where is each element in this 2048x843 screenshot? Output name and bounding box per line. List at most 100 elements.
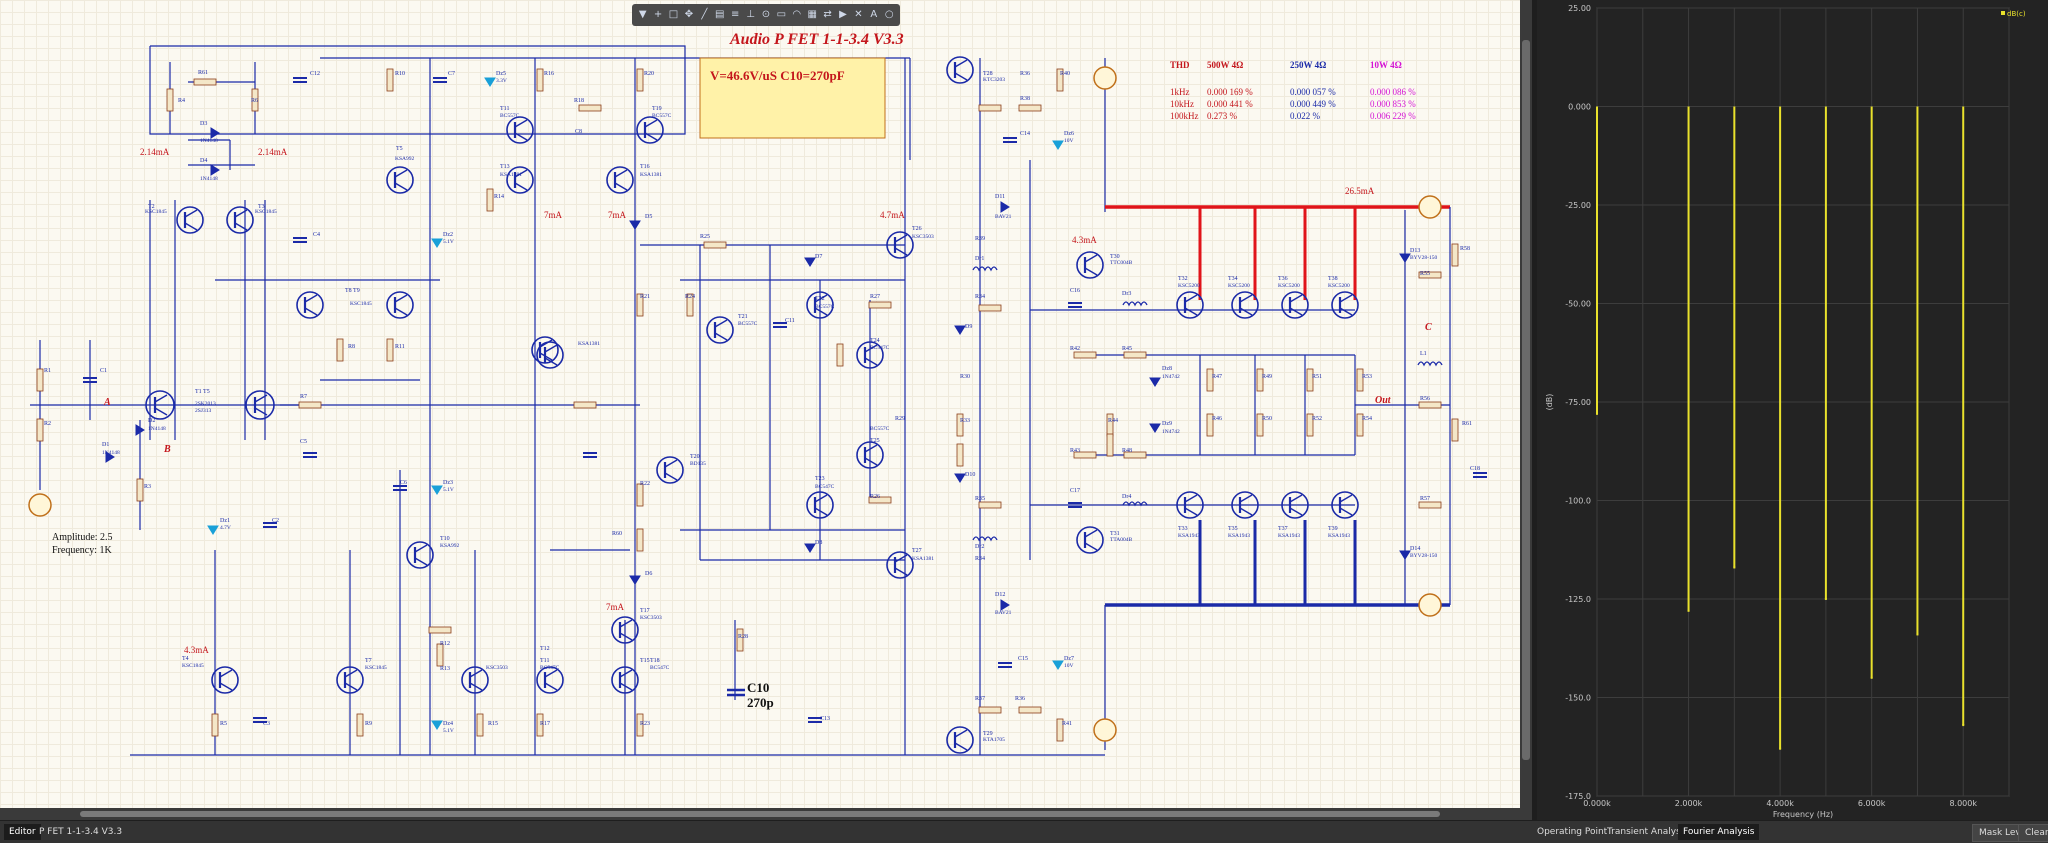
transistor-symbol[interactable] [1076, 526, 1104, 554]
bus-icon[interactable]: ▤ [715, 9, 725, 20]
text-string-icon[interactable]: A [870, 9, 878, 20]
net-icon[interactable]: ≡ [730, 9, 740, 20]
tab-transient-analysis[interactable]: Transient Analysis [1607, 827, 1688, 837]
part-number: BC557C [738, 321, 758, 327]
transistor-symbol[interactable] [461, 666, 489, 694]
tab-document[interactable]: P FET 1-1-3.4 V3.3 [39, 827, 123, 837]
resistor [1106, 433, 1114, 457]
transistor-lead [1339, 307, 1353, 316]
transistor-lead [514, 132, 528, 141]
transistor-symbol[interactable] [211, 666, 239, 694]
transistor-symbol[interactable] [1281, 491, 1309, 519]
transistor-symbol[interactable] [1331, 491, 1359, 519]
component-label: T10 [440, 536, 450, 542]
harness-icon[interactable]: ⇄ [823, 9, 832, 20]
shape-icon[interactable]: ○ [884, 9, 894, 20]
filter-icon[interactable]: ▼ [638, 9, 647, 20]
transistor-symbol[interactable] [386, 291, 414, 319]
mosfet-symbol[interactable] [145, 390, 175, 420]
transistor-symbol[interactable] [531, 336, 559, 364]
diode-symbol [1149, 377, 1161, 387]
transistor-symbol[interactable] [536, 666, 564, 694]
x-axis-label: Frequency (Hz) [1773, 810, 1833, 819]
move-icon[interactable]: ✥ [684, 9, 694, 20]
resistor [356, 713, 364, 737]
transistor-lead [234, 222, 248, 231]
transistor-symbol[interactable] [886, 231, 914, 259]
spectral-point [1596, 412, 1598, 415]
select-rect-icon[interactable]: □ [668, 9, 679, 20]
horizontal-scrollbar[interactable] [0, 808, 1520, 820]
clear-button[interactable]: Clear [2018, 824, 2048, 842]
arc-icon[interactable]: ◠ [792, 9, 802, 20]
transistor-symbol[interactable] [1176, 491, 1204, 519]
crosshair-icon[interactable]: + [653, 9, 663, 20]
component-label: R2 [44, 421, 51, 427]
vertical-scrollbar[interactable] [1520, 0, 1532, 820]
transistor-symbol[interactable] [806, 291, 834, 319]
diode-symbol [804, 257, 816, 267]
transistor-symbol[interactable] [336, 666, 364, 694]
transistor-symbol[interactable] [1281, 291, 1309, 319]
tab-editor[interactable]: Editor [4, 824, 41, 840]
voltage-source-V1[interactable] [28, 493, 52, 517]
transistor-symbol[interactable] [656, 456, 684, 484]
component-label: R55 [1420, 271, 1430, 277]
mosfet-symbol[interactable] [245, 390, 275, 420]
transistor-symbol[interactable] [611, 666, 639, 694]
transistor-symbol[interactable] [1331, 291, 1359, 319]
transistor-symbol[interactable] [406, 541, 434, 569]
transistor-symbol[interactable] [946, 726, 974, 754]
transistor-symbol[interactable] [606, 166, 634, 194]
transistor-symbol[interactable] [506, 166, 534, 194]
voltage-source-V5[interactable] [1418, 593, 1442, 617]
transistor-symbol[interactable] [636, 116, 664, 144]
panel-divider[interactable] [1532, 0, 1537, 820]
transistor-symbol[interactable] [1231, 491, 1259, 519]
transistor-symbol[interactable] [386, 166, 414, 194]
tab-fourier-analysis[interactable]: Fourier Analysis [1678, 824, 1760, 840]
y-axis-label: (dB) [1545, 394, 1554, 411]
transistor-lead [394, 169, 408, 178]
probe-icon[interactable]: ⊙ [761, 9, 771, 20]
tab-operating-point[interactable]: Operating Point [1537, 827, 1608, 837]
transistor-symbol[interactable] [296, 291, 324, 319]
transistor-symbol[interactable] [1076, 251, 1104, 279]
transistor-symbol[interactable] [856, 341, 884, 369]
power-icon[interactable]: ⊥ [746, 9, 755, 20]
voltage-source-V4[interactable] [1418, 195, 1442, 219]
wire-icon[interactable]: ╱ [701, 9, 708, 20]
transistor-symbol[interactable] [806, 491, 834, 519]
port-icon[interactable]: ▶ [839, 9, 847, 20]
vertical-scroll-thumb[interactable] [1522, 40, 1530, 760]
transistor-lead [644, 132, 658, 141]
transistor-symbol[interactable] [536, 341, 564, 369]
component-label: C11 [785, 318, 795, 324]
transistor-symbol[interactable] [1176, 291, 1204, 319]
transistor-symbol[interactable] [226, 206, 254, 234]
voltage-source-V2[interactable] [1093, 66, 1117, 90]
transistor-symbol[interactable] [856, 441, 884, 469]
text-icon[interactable]: ▭ [776, 9, 787, 20]
fourier-chart[interactable]: 25.000.000-25.00-50.00-75.00-100.0-125.0… [1537, 0, 2048, 820]
part-icon[interactable]: ▦ [807, 9, 817, 20]
horizontal-scroll-thumb[interactable] [80, 811, 1440, 817]
resistor [636, 483, 644, 507]
transistor-symbol[interactable] [176, 206, 204, 234]
voltage-source-V3[interactable] [1093, 718, 1117, 742]
transistor-symbol[interactable] [706, 316, 734, 344]
component-label: D3 [200, 121, 207, 127]
transistor-symbol[interactable] [611, 616, 639, 644]
transistor-symbol[interactable] [506, 116, 534, 144]
transistor-symbol[interactable] [886, 551, 914, 579]
no-erc-icon[interactable]: ✕ [854, 9, 863, 20]
resistor [1356, 413, 1364, 437]
transistor-symbol[interactable] [1231, 291, 1259, 319]
part-number: 1N4742 [1162, 429, 1180, 435]
component-label: T26 [912, 226, 922, 232]
transistor-symbol[interactable] [946, 56, 974, 84]
component-label: C4 [313, 232, 320, 238]
